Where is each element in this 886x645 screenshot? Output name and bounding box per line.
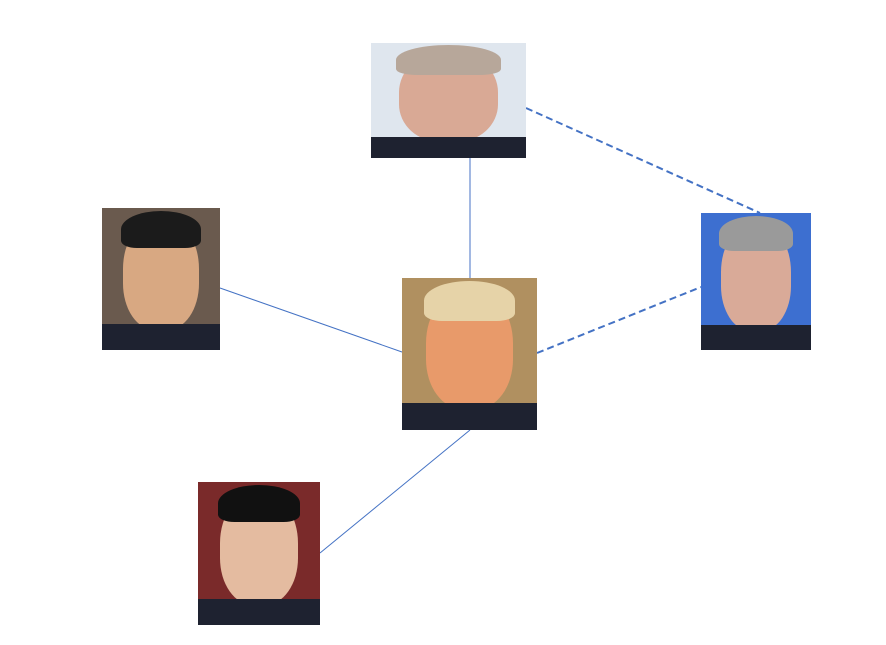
- portrait-photo-left: [102, 208, 220, 350]
- link-center-bottom: [319, 429, 471, 554]
- link-center-right: [536, 286, 702, 354]
- link-left-center: [219, 287, 403, 353]
- portrait-photo-top: [371, 43, 526, 158]
- portrait-photo-bottom: [198, 482, 320, 625]
- portrait-photo-center: [402, 278, 537, 430]
- link-top-right: [525, 107, 761, 214]
- portrait-photo-right: [701, 213, 811, 350]
